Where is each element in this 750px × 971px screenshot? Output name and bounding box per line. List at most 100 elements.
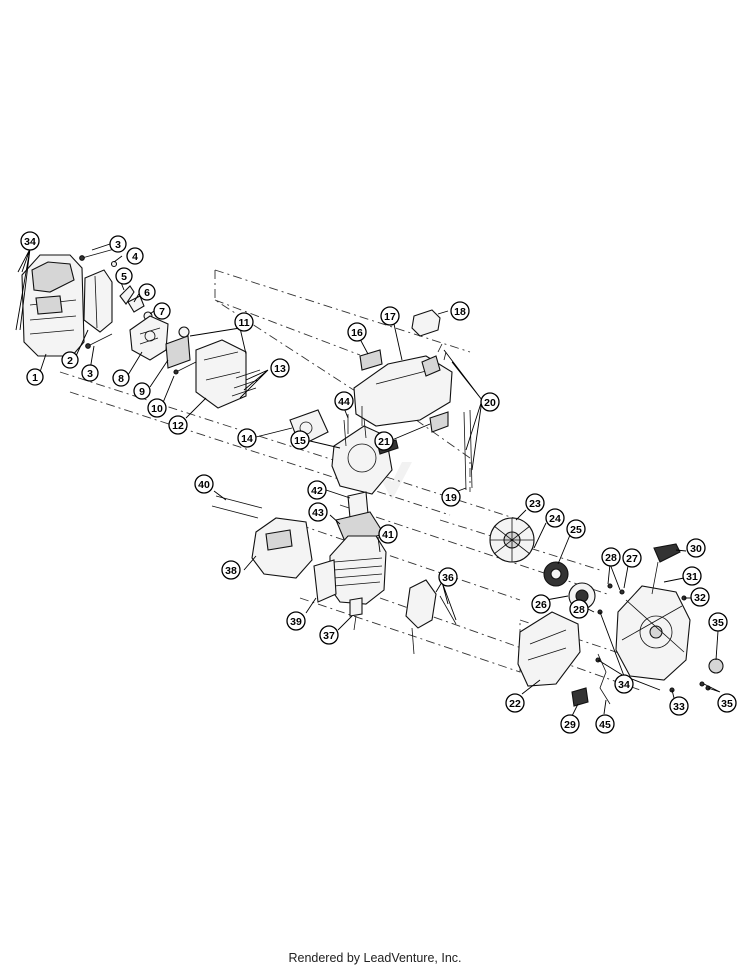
svg-text:36: 36 bbox=[442, 572, 454, 584]
svg-text:7: 7 bbox=[159, 306, 165, 318]
part-17-fuel-tank bbox=[353, 355, 453, 427]
callout-9: 9 bbox=[133, 382, 151, 400]
callout-7: 7 bbox=[153, 302, 171, 320]
svg-text:20: 20 bbox=[484, 397, 496, 409]
svg-text:35: 35 bbox=[712, 617, 724, 629]
svg-text:38: 38 bbox=[225, 565, 237, 577]
svg-text:2: 2 bbox=[67, 355, 73, 367]
part-21-grommet bbox=[429, 411, 449, 433]
callout-31: 31 bbox=[682, 566, 702, 586]
part-12-intake-adapter bbox=[178, 326, 247, 409]
leader-lines bbox=[15, 243, 721, 717]
svg-text:1: 1 bbox=[32, 372, 38, 384]
svg-text:18: 18 bbox=[454, 306, 466, 318]
svg-text:15: 15 bbox=[294, 435, 306, 447]
starter-assembly bbox=[615, 585, 691, 681]
part-2-air-filter bbox=[83, 269, 113, 333]
svg-text:3: 3 bbox=[115, 239, 121, 251]
callout-35b: 35 bbox=[717, 693, 737, 713]
part-29-bushing bbox=[571, 687, 589, 707]
callout-35: 35 bbox=[708, 612, 728, 632]
callout-40: 40 bbox=[194, 474, 214, 494]
svg-text:9: 9 bbox=[139, 386, 145, 398]
part-41-cylinder bbox=[329, 535, 387, 605]
svg-text:45: 45 bbox=[599, 719, 611, 731]
svg-text:31: 31 bbox=[686, 571, 698, 583]
callout-42: 42 bbox=[307, 480, 327, 500]
callout-3: 3 bbox=[109, 235, 127, 253]
callout-28b: 28 bbox=[569, 599, 589, 619]
svg-text:8: 8 bbox=[118, 373, 124, 385]
svg-text:27: 27 bbox=[626, 553, 638, 565]
callout-13: 13 bbox=[270, 358, 290, 378]
svg-text:32: 32 bbox=[694, 592, 706, 604]
svg-text:34: 34 bbox=[618, 679, 630, 691]
svg-text:4: 4 bbox=[132, 251, 138, 263]
callout-21: 21 bbox=[374, 431, 394, 451]
footer-credit: Rendered by LeadVenture, Inc. bbox=[288, 951, 462, 965]
callout-33: 33 bbox=[669, 696, 689, 716]
callout-1: 1 bbox=[26, 368, 44, 386]
part-31-rope bbox=[651, 561, 659, 595]
part-35-drive-hub bbox=[699, 658, 724, 691]
callout-15: 15 bbox=[290, 430, 310, 450]
callout-17: 17 bbox=[380, 306, 400, 326]
callout-41: 41 bbox=[378, 524, 398, 544]
parts-20-hoses bbox=[437, 343, 473, 491]
svg-text:35: 35 bbox=[721, 698, 733, 710]
callout-12: 12 bbox=[168, 415, 188, 435]
callout-29: 29 bbox=[560, 714, 580, 734]
part-18-fuel-cap bbox=[411, 309, 441, 337]
callout-19: 19 bbox=[441, 487, 461, 507]
svg-text:12: 12 bbox=[172, 420, 184, 432]
svg-text:41: 41 bbox=[382, 529, 394, 541]
callout-34: 34 bbox=[20, 231, 40, 251]
part-40-bolts bbox=[211, 495, 263, 519]
callout-4: 4 bbox=[126, 247, 144, 265]
callout-25: 25 bbox=[566, 519, 586, 539]
callout-16: 16 bbox=[347, 322, 367, 342]
callout-3b: 3 bbox=[81, 364, 99, 382]
callout-23: 23 bbox=[525, 493, 545, 513]
svg-text:10: 10 bbox=[151, 403, 163, 415]
svg-text:39: 39 bbox=[290, 616, 302, 628]
callout-11: 11 bbox=[234, 312, 254, 332]
svg-text:16: 16 bbox=[351, 327, 363, 339]
callout-38: 38 bbox=[221, 560, 241, 580]
svg-text:22: 22 bbox=[509, 698, 521, 710]
svg-text:5: 5 bbox=[121, 271, 127, 283]
part-22-housing bbox=[517, 611, 581, 687]
part-8-carburetor bbox=[129, 315, 169, 361]
part-23-flywheel bbox=[489, 517, 535, 563]
callout-24: 24 bbox=[545, 508, 565, 528]
svg-text:44: 44 bbox=[338, 396, 350, 408]
callout-37: 37 bbox=[319, 625, 339, 645]
part-25-clutch-drum bbox=[543, 561, 569, 587]
part-39-bracket bbox=[313, 559, 337, 603]
svg-text:23: 23 bbox=[529, 498, 541, 510]
callout-44: 44 bbox=[334, 391, 354, 411]
svg-text:40: 40 bbox=[198, 479, 210, 491]
part-1-air-filter-housing bbox=[21, 254, 85, 357]
svg-text:25: 25 bbox=[570, 524, 582, 536]
svg-text:28: 28 bbox=[605, 552, 617, 564]
parts-9-10-gaskets bbox=[165, 335, 201, 375]
callout-43: 43 bbox=[308, 502, 328, 522]
svg-text:17: 17 bbox=[384, 311, 396, 323]
svg-text:33: 33 bbox=[673, 701, 685, 713]
callout-18: 18 bbox=[450, 301, 470, 321]
callout-5: 5 bbox=[115, 267, 133, 285]
callout-45: 45 bbox=[595, 714, 615, 734]
part-16-bracket bbox=[359, 349, 383, 371]
svg-text:14: 14 bbox=[241, 433, 253, 445]
svg-text:29: 29 bbox=[564, 719, 576, 731]
callout-2: 2 bbox=[61, 351, 79, 369]
svg-text:6: 6 bbox=[144, 287, 150, 299]
callout-6: 6 bbox=[138, 283, 156, 301]
callout-39: 39 bbox=[286, 611, 306, 631]
part-36-ignition-module bbox=[405, 579, 457, 655]
svg-text:26: 26 bbox=[535, 599, 547, 611]
svg-text:21: 21 bbox=[378, 436, 390, 448]
callout-32: 32 bbox=[690, 587, 710, 607]
